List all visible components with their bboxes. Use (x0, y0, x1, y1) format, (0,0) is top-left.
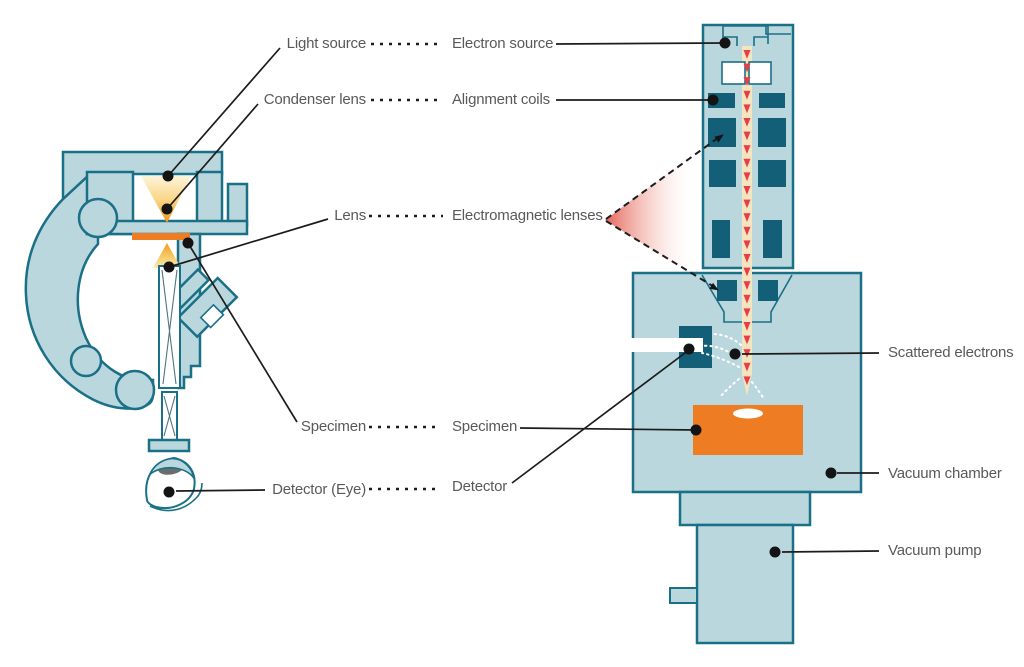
electromagnetic-coils (708, 118, 786, 258)
tube-foot (147, 438, 191, 453)
pump-port (669, 587, 698, 604)
funnel-coil-left (717, 280, 737, 301)
label-vacuum-pump: Vacuum pump (888, 542, 982, 559)
label-dots (161, 37, 837, 558)
light-cone-lower (153, 243, 181, 268)
alignment-coil-gap-right (748, 61, 772, 85)
light-cone-upper (141, 176, 191, 223)
head-top-bar (61, 150, 224, 202)
focus-knob-top (77, 197, 119, 239)
focus-knob-bottom (114, 369, 156, 411)
eye-lid (148, 457, 194, 480)
head-right-wall (195, 170, 224, 226)
funnel-coil-right (758, 280, 778, 301)
electron-gun (722, 25, 769, 46)
leader-lines (166, 42, 880, 553)
label-scattered-electrons: Scattered electrons (888, 344, 1014, 361)
column-top-notch (765, 25, 791, 35)
label-electromagnetic-lenses: Electromagnetic lenses (452, 207, 603, 224)
label-detector-eye: Detector (Eye) (272, 481, 366, 498)
lens-cone-dashed-edges (605, 134, 724, 291)
electron-microscope-figure (630, 23, 863, 645)
label-alignment-coils: Alignment coils (452, 91, 550, 108)
alignment-coil-gap-left (721, 61, 746, 85)
eye-icon (145, 456, 203, 512)
focus-knob-small (69, 344, 103, 378)
light-microscope-figure (24, 150, 249, 512)
label-light-source: Light source (286, 35, 367, 52)
body-tube (147, 265, 191, 453)
label-detector: Detector (452, 478, 508, 495)
dashed-connectors (369, 42, 443, 491)
scattered-electrons-trails (700, 333, 765, 400)
specimen-slide (132, 233, 190, 240)
label-vacuum-chamber: Vacuum chamber (888, 465, 1002, 482)
label-electron-source: Electron source (452, 35, 554, 52)
label-specimen-electron: Specimen (452, 418, 518, 435)
beam-arrows (742, 50, 752, 388)
electromagnetic-lens-cone (605, 133, 722, 291)
specimen-spot (733, 408, 763, 419)
chamber-pedestal (678, 490, 812, 527)
label-condenser-lens: Condenser lens (263, 91, 366, 108)
vacuum-pump (695, 523, 795, 645)
eye-lash (149, 482, 203, 512)
head-bracket (226, 182, 249, 228)
label-lens: Lens (334, 207, 366, 224)
label-specimen-light: Specimen (300, 418, 366, 435)
electron-beam (721, 46, 772, 396)
